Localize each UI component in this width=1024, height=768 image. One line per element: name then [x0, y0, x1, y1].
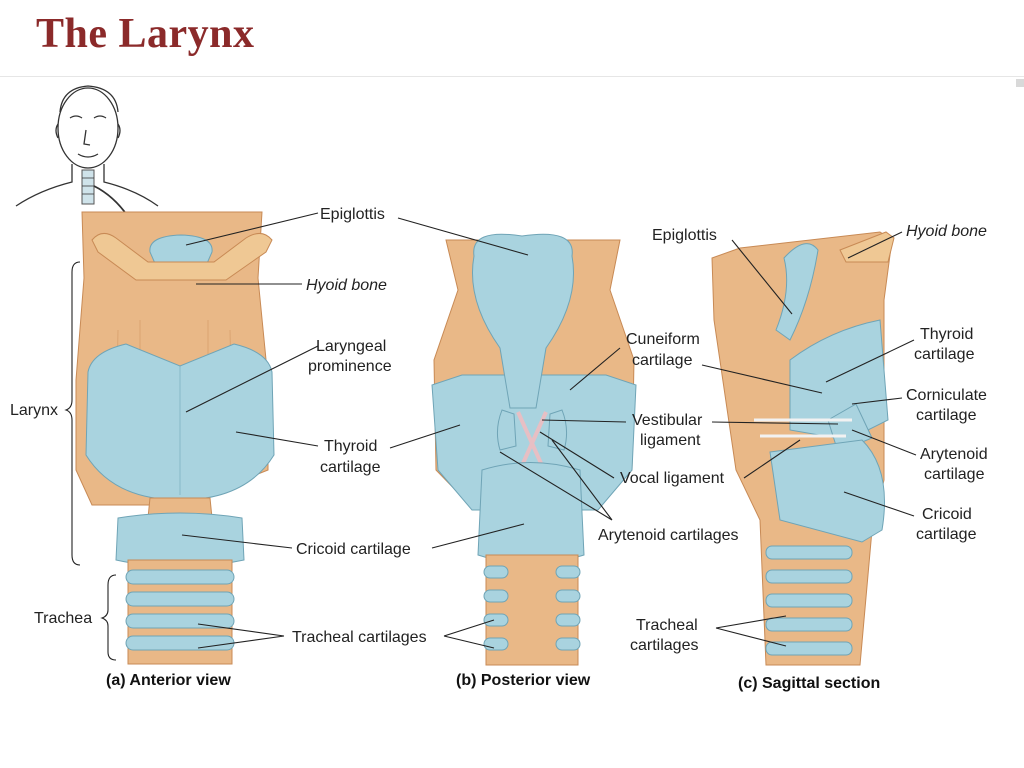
cricoid-b [477, 462, 585, 564]
epiglottis-a [149, 234, 213, 269]
leader-tracheal-a [197, 623, 285, 649]
epiglottis-c [775, 243, 819, 341]
leader-cuneiform-c [701, 364, 823, 394]
label-epiglottis-c: Epiglottis [652, 227, 717, 244]
leader-vestibular-c [711, 421, 839, 425]
label-laryngeal-1: Laryngeal [316, 338, 386, 355]
anterior-view [75, 211, 275, 665]
epiglottis-b [471, 233, 575, 409]
label-epiglottis-a: Epiglottis [320, 206, 385, 223]
posterior-view [431, 233, 637, 666]
label-cuneiform-2: cartilage [632, 352, 693, 369]
label-corniculate-2: cartilage [916, 407, 977, 424]
tracheal-ring-a [125, 635, 235, 651]
tracheal-ring-b [555, 565, 581, 579]
tracheal-ring-a [125, 591, 235, 607]
leader-epiglottis-c [731, 239, 793, 315]
label-tracheal-c-1: Tracheal [636, 617, 698, 634]
label-cricoid-a: Cricoid cartilage [296, 541, 411, 558]
tracheal-ring-b [483, 589, 509, 603]
label-thyroid-c-2: cartilage [914, 346, 975, 363]
label-corniculate-1: Corniculate [906, 387, 987, 404]
tracheal-ring-a [125, 613, 235, 629]
bracket-trachea [100, 574, 117, 661]
leader-thyroid-a [235, 431, 319, 447]
label-laryngeal-2: prominence [308, 358, 392, 375]
label-tracheal-ab: Tracheal cartilages [292, 629, 427, 646]
slide-title: The Larynx [36, 11, 255, 57]
label-arytenoid-b: Arytenoid cartilages [598, 527, 739, 544]
label-hyoid-a: Hyoid bone [306, 277, 387, 294]
labels: Epiglottis Hyoid bone Laryngeal prominen… [10, 206, 988, 654]
tracheal-ring-b [483, 613, 509, 627]
leader-thyroid-c [825, 339, 915, 383]
leader-cuneiform [569, 347, 621, 391]
leader-corniculate [851, 397, 903, 405]
tracheal-ring-c [765, 641, 853, 656]
label-hyoid-c: Hyoid bone [906, 223, 987, 240]
label-thyroid-a-1: Thyroid [324, 438, 377, 455]
leader-vocal [539, 431, 615, 479]
tracheal-ring-b [555, 589, 581, 603]
captions: (a) Anterior view (b) Posterior view (c)… [106, 672, 880, 692]
leader-cricoid-a2 [431, 523, 525, 549]
caption-anterior: (a) Anterior view [106, 672, 231, 689]
label-vocal: Vocal ligament [620, 470, 725, 487]
caption-sagittal: (c) Sagittal section [738, 675, 880, 692]
leader-arytenoid-b [499, 439, 613, 521]
tracheal-ring-c [765, 569, 853, 584]
leader-hyoid-c [847, 231, 903, 259]
label-vestibular-1: Vestibular [632, 412, 703, 429]
leader-tracheal-c [715, 615, 787, 647]
leader-laryngeal [185, 345, 319, 413]
leader-cricoid-c [843, 491, 915, 517]
leader-thyroid-a2 [389, 424, 461, 449]
arytenoid-b [496, 409, 568, 451]
tracheal-ring-b [555, 613, 581, 627]
label-thyroid-c-1: Thyroid [920, 326, 973, 343]
label-larynx: Larynx [10, 402, 58, 419]
label-vestibular-2: ligament [640, 432, 701, 449]
corner-marker [1016, 79, 1024, 87]
title-divider [0, 76, 1024, 77]
label-arytenoid-c-2: cartilage [924, 466, 985, 483]
label-thyroid-a-2: cartilage [320, 459, 381, 476]
tracheal-ring-c [765, 545, 853, 560]
leader-lines [181, 212, 917, 649]
hyoid-c [839, 231, 895, 263]
leader-vocal-c [743, 439, 801, 479]
sagittal-view [711, 231, 895, 666]
thyroid-c [789, 319, 889, 441]
leader-arytenoid-c [851, 429, 917, 456]
bracket-larynx [64, 261, 81, 566]
leader-vestibular [541, 419, 627, 423]
tracheal-ring-b [483, 565, 509, 579]
label-cricoid-c-2: cartilage [916, 526, 977, 543]
leader-epiglottis-a [185, 212, 319, 246]
label-trachea: Trachea [34, 610, 92, 627]
label-tracheal-c-2: cartilages [630, 637, 698, 654]
cricoid-c [769, 439, 885, 543]
label-cuneiform-1: Cuneiform [626, 331, 700, 348]
label-cricoid-c-1: Cricoid [922, 506, 972, 523]
tracheal-ring-b [483, 637, 509, 651]
leader-epiglottis-a2 [397, 217, 529, 256]
tracheal-ring-b [555, 637, 581, 651]
tracheal-ring-a [125, 569, 235, 585]
leader-tracheal-b [443, 619, 495, 649]
tracheal-ring-c [765, 593, 853, 608]
caption-posterior: (b) Posterior view [456, 672, 591, 689]
tracheal-ring-c [765, 617, 853, 632]
leader-cricoid-a [181, 534, 293, 549]
hyoid-a [91, 233, 273, 281]
label-arytenoid-c-1: Arytenoid [920, 446, 988, 463]
